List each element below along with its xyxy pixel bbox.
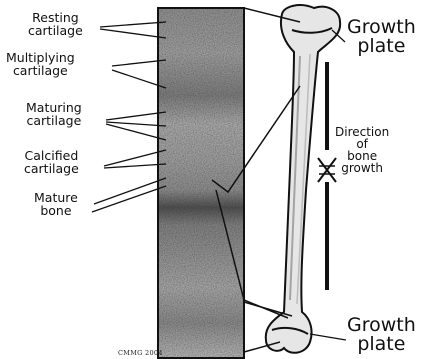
direction-arrow — [318, 62, 336, 290]
credit-text: CMMG 2004 — [118, 349, 163, 357]
tissue-strip — [158, 8, 244, 358]
